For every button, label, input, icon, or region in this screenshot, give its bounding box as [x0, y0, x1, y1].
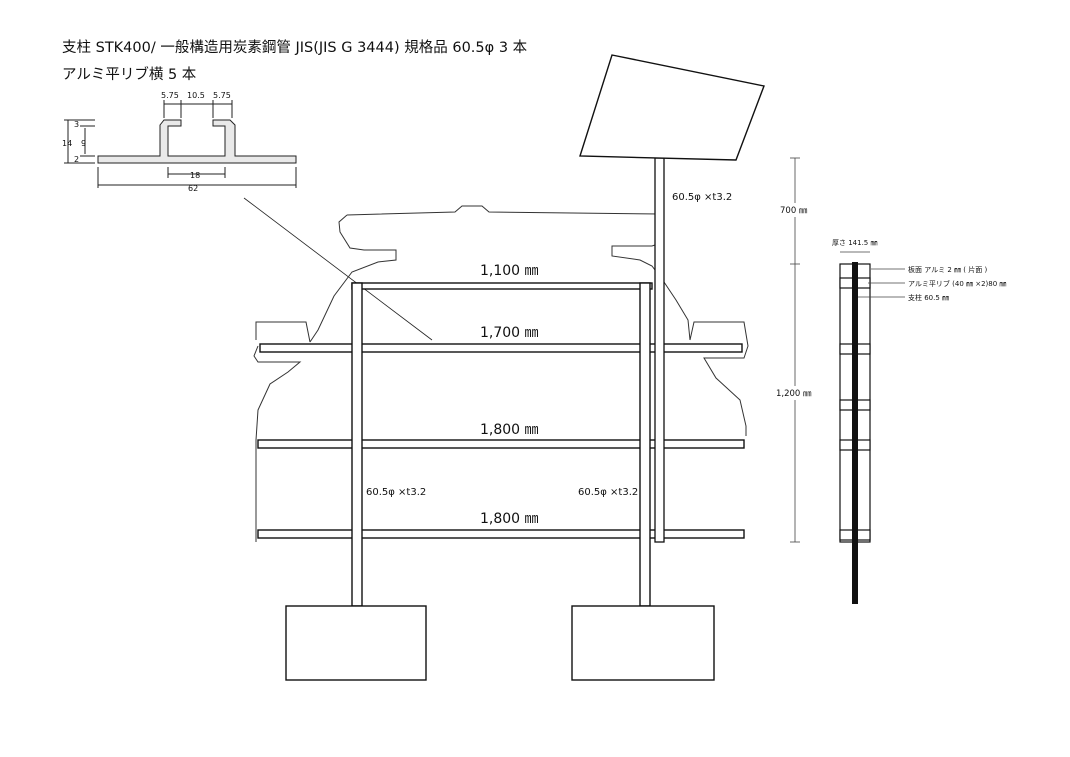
dim-9: 9 — [81, 139, 86, 148]
dim-14: 14 — [62, 139, 72, 148]
profile-leader-line — [243, 197, 433, 341]
pole-right-label: 60.5φ ×t3.2 — [578, 487, 638, 498]
rib-bar-1800-upper-label: 1,800 ㎜ — [480, 422, 539, 438]
pole-left-label: 60.5φ ×t3.2 — [366, 487, 426, 498]
pole-sign-label: 60.5φ ×t3.2 — [672, 192, 732, 203]
dim-2: 2 — [74, 155, 79, 164]
concrete-base-right — [571, 605, 715, 681]
dim-3: 3 — [74, 120, 79, 129]
dim-10-5: 10.5 — [187, 91, 205, 100]
dim-700-label-bg — [778, 203, 818, 217]
spec-title-poles: 支柱 STK400/ 一般構造用炭素鋼管 JIS(JIS G 3444) 規格品… — [62, 40, 528, 56]
rib-profile-shape — [97, 119, 297, 164]
dim-700-label: 700 ㎜ — [780, 206, 808, 216]
dim-18: 18 — [190, 171, 200, 180]
side-leaders — [858, 268, 905, 298]
spec-title-ribs: アルミ平リブ横 5 本 — [62, 67, 197, 83]
sign-panel — [579, 54, 765, 161]
rib-bar-1800-lower-label: 1,800 ㎜ — [480, 511, 539, 527]
dim-62: 62 — [188, 184, 198, 193]
rib-bar-1800-lower — [257, 529, 745, 539]
thickness-label: 厚さ 141.5 ㎜ — [832, 239, 878, 247]
rib-bar-1100 — [351, 282, 653, 290]
dim-5-75-left: 5.75 — [161, 91, 179, 100]
dim-5-75-right: 5.75 — [213, 91, 231, 100]
rib-profile-section — [64, 100, 297, 188]
pole-right — [639, 282, 651, 607]
rib-bar-1700 — [259, 343, 743, 353]
side-height-dimension — [790, 157, 800, 543]
side-note-pole: 支柱 60.5 ㎜ — [908, 293, 949, 302]
pole-sign — [654, 157, 665, 543]
dim-1200-label-bg — [774, 386, 818, 400]
vehicle-silhouette — [253, 205, 749, 542]
dim-1200-label: 1,200 ㎜ — [776, 389, 812, 399]
pole-left — [351, 282, 363, 607]
side-note-board: 板面 アルミ 2 ㎜ ( 片面 ) — [908, 265, 987, 274]
side-pole — [852, 262, 858, 604]
side-note-rib: アルミ平リブ (40 ㎜ ×2)80 ㎜ — [908, 279, 1006, 288]
rib-bar-1100-label: 1,100 ㎜ — [480, 263, 539, 279]
rib-bar-1800-upper — [257, 439, 745, 449]
rib-bar-1700-label: 1,700 ㎜ — [480, 325, 539, 341]
concrete-base-left — [285, 605, 427, 681]
